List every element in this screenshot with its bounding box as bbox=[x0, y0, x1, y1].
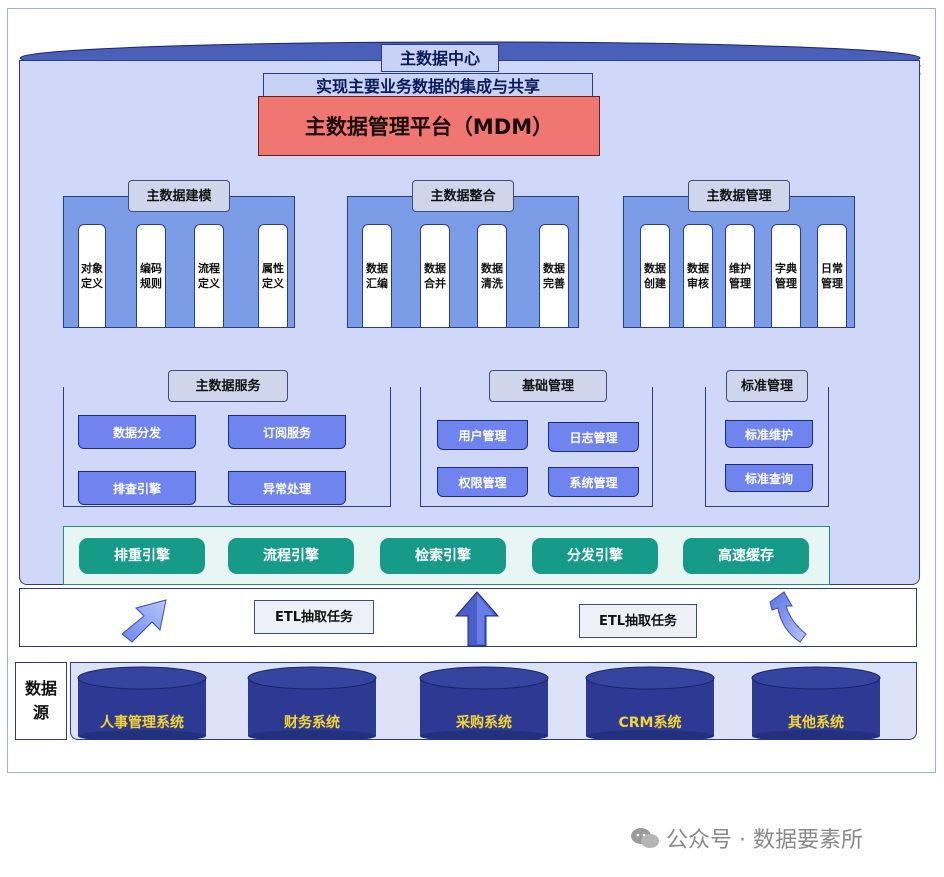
curved-up-arrow-icon bbox=[769, 591, 807, 643]
card-process-define: 流程定义 bbox=[194, 224, 224, 328]
database-icon bbox=[247, 666, 377, 740]
wechat-icon bbox=[631, 828, 659, 848]
cache-engine[interactable]: 高速缓存 bbox=[683, 538, 809, 574]
group-title: 主数据管理 bbox=[688, 180, 790, 212]
permission-manage-button[interactable]: 权限管理 bbox=[437, 467, 528, 497]
user-manage-button[interactable]: 用户管理 bbox=[437, 420, 528, 450]
group-title: 主数据建模 bbox=[128, 180, 230, 212]
check-engine-button[interactable]: 排查引擎 bbox=[78, 471, 196, 505]
source-finance-system: 财务系统 bbox=[284, 715, 340, 731]
card-data-compile: 数据汇编 bbox=[362, 224, 392, 328]
card-daily-manage: 日常管理 bbox=[817, 224, 847, 328]
service-mdm bbox=[63, 387, 391, 507]
card-attribute-define: 属性定义 bbox=[258, 224, 288, 328]
service-title: 标准管理 bbox=[726, 370, 808, 402]
group-title: 主数据整合 bbox=[412, 180, 514, 212]
card-maintain-manage: 维护管理 bbox=[725, 224, 755, 328]
dedup-engine[interactable]: 排重引擎 bbox=[79, 538, 205, 574]
card-data-audit: 数据审核 bbox=[683, 224, 713, 328]
etl-task-label: ETL抽取任务 bbox=[579, 604, 697, 638]
database-icon bbox=[77, 666, 207, 740]
data-distribute-button[interactable]: 数据分发 bbox=[78, 415, 196, 449]
database-icon bbox=[585, 666, 715, 740]
exception-handle-button[interactable]: 异常处理 bbox=[228, 471, 346, 505]
source-crm-system: CRM系统 bbox=[618, 715, 682, 731]
standard-maintain-button[interactable]: 标准维护 bbox=[725, 420, 813, 448]
database-icon bbox=[419, 666, 549, 740]
system-manage-button[interactable]: 系统管理 bbox=[548, 467, 639, 497]
source-other-system: 其他系统 bbox=[788, 715, 844, 731]
card-coding-rule: 编码规则 bbox=[136, 224, 166, 328]
up-right-arrow-icon bbox=[121, 599, 167, 643]
source-purchase-system: 采购系统 bbox=[456, 715, 512, 731]
card-data-merge: 数据合并 bbox=[420, 224, 450, 328]
database-cylinders bbox=[77, 666, 881, 740]
service-title: 基础管理 bbox=[489, 370, 607, 402]
service-basic bbox=[420, 387, 653, 507]
up-arrow-icon bbox=[454, 591, 500, 647]
source-hr-system: 人事管理系统 bbox=[100, 715, 184, 731]
subscribe-service-button[interactable]: 订阅服务 bbox=[228, 415, 346, 449]
log-manage-button[interactable]: 日志管理 bbox=[548, 422, 639, 452]
card-data-create: 数据创建 bbox=[640, 224, 670, 328]
distribute-engine[interactable]: 分发引擎 bbox=[532, 538, 658, 574]
standard-query-button[interactable]: 标准查询 bbox=[725, 464, 813, 492]
etl-task-label: ETL抽取任务 bbox=[254, 600, 374, 634]
process-engine[interactable]: 流程引擎 bbox=[228, 538, 354, 574]
card-object-define: 对象定义 bbox=[78, 224, 106, 328]
center-title: 主数据中心 bbox=[381, 44, 499, 72]
watermark: 公众号 · 数据要素所 bbox=[630, 822, 920, 853]
platform-title: 主数据管理平台（MDM） bbox=[258, 96, 600, 156]
data-source-label: 数据源 bbox=[15, 662, 67, 740]
database-icon bbox=[751, 666, 881, 740]
card-data-cleanse: 数据清洗 bbox=[477, 224, 507, 328]
card-data-complete: 数据完善 bbox=[539, 224, 569, 328]
search-engine[interactable]: 检索引擎 bbox=[380, 538, 506, 574]
service-title: 主数据服务 bbox=[168, 370, 288, 402]
card-dictionary-manage: 字典管理 bbox=[771, 224, 801, 328]
service-standard bbox=[705, 387, 829, 507]
